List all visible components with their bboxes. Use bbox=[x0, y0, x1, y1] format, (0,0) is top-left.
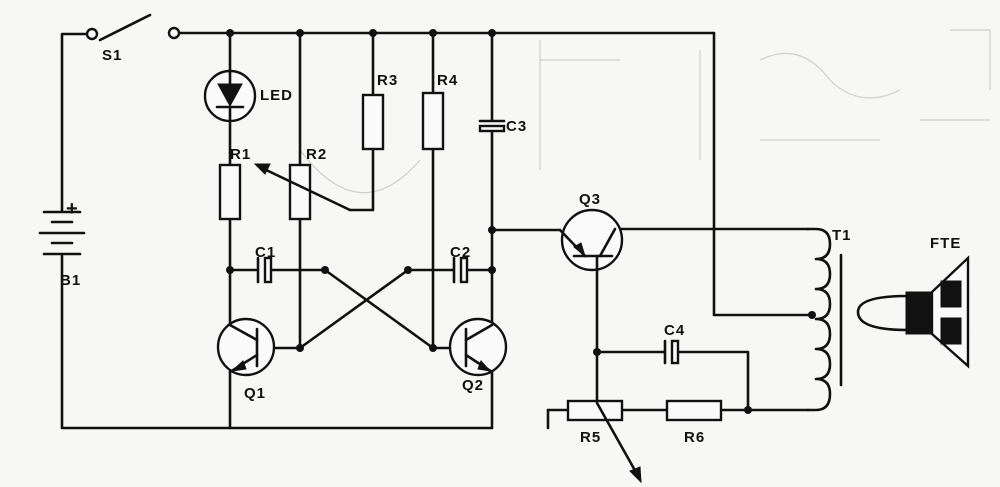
label-r4: R4 bbox=[437, 72, 458, 89]
resistor-r3 bbox=[361, 93, 385, 151]
component-labels: S1 LED R1 R2 R3 R4 C1 C2 C3 C4 Q1 Q2 Q3 … bbox=[60, 47, 961, 446]
transformer-t1 bbox=[806, 227, 843, 412]
resistor-r4 bbox=[421, 91, 445, 151]
resistor-r5 bbox=[566, 399, 624, 422]
potentiometer-arrow-r2 bbox=[253, 163, 352, 212]
wires bbox=[60, 13, 910, 430]
label-q3: Q3 bbox=[579, 191, 601, 208]
label-c1: C1 bbox=[255, 244, 276, 261]
label-r3: R3 bbox=[377, 72, 398, 89]
label-fte: FTE bbox=[930, 235, 961, 252]
battery-b1 bbox=[38, 210, 86, 256]
label-q1: Q1 bbox=[244, 385, 266, 402]
label-r5: R5 bbox=[580, 429, 601, 446]
transistor-q2 bbox=[448, 317, 508, 377]
led-symbol bbox=[203, 69, 257, 123]
label-battery-plus: + bbox=[66, 198, 79, 220]
label-s1: S1 bbox=[102, 47, 122, 64]
speaker-fte bbox=[905, 255, 970, 369]
label-r2: R2 bbox=[306, 146, 327, 163]
background-ghost-marks bbox=[299, 29, 991, 194]
resistor-r6 bbox=[665, 399, 723, 422]
label-q2: Q2 bbox=[462, 377, 484, 394]
label-c4: C4 bbox=[664, 322, 685, 339]
label-c2: C2 bbox=[450, 244, 471, 261]
junction-dots bbox=[226, 29, 816, 414]
label-r6: R6 bbox=[684, 429, 705, 446]
capacitor-c3 bbox=[478, 119, 506, 133]
transistor-q1 bbox=[216, 317, 276, 377]
label-led: LED bbox=[260, 87, 293, 104]
label-t1: T1 bbox=[832, 227, 852, 244]
switch-s1 bbox=[85, 26, 181, 41]
capacitor-c1 bbox=[256, 256, 273, 284]
capacitor-c4 bbox=[663, 339, 680, 365]
resistor-r1 bbox=[218, 163, 242, 221]
resistor-r2 bbox=[288, 163, 312, 221]
label-c3: C3 bbox=[506, 118, 527, 135]
potentiometer-arrow-r5 bbox=[595, 401, 642, 484]
label-r1: R1 bbox=[230, 146, 251, 163]
transistor-q3 bbox=[558, 208, 624, 272]
capacitor-c2 bbox=[452, 256, 469, 284]
label-b1: B1 bbox=[60, 272, 81, 289]
